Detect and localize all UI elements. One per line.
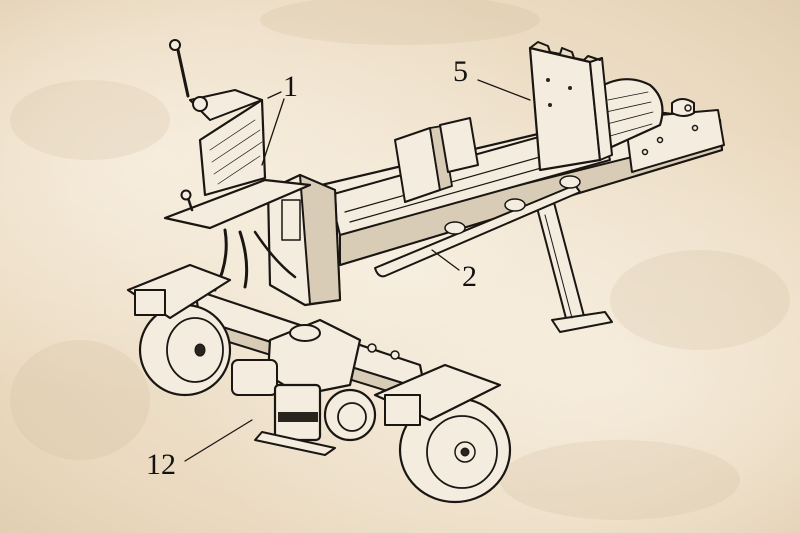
leader-line-1b	[261, 98, 285, 166]
leader-line-1a	[267, 91, 282, 99]
support-leg	[534, 194, 613, 333]
leader-line-5	[477, 79, 531, 101]
callout-12: 12	[146, 448, 176, 481]
callout-5: 5	[453, 55, 468, 88]
tow-hitch	[671, 98, 695, 117]
valve-housing	[266, 173, 342, 307]
engine	[231, 318, 377, 456]
wedge	[394, 117, 479, 203]
splitting-beam	[298, 108, 725, 278]
leader-line-12	[184, 419, 253, 462]
log-stop-plate	[528, 41, 613, 172]
control-valve-lever	[163, 39, 312, 292]
leader-lines	[184, 79, 531, 462]
paper-texture	[10, 0, 790, 520]
callout-1: 1	[283, 70, 298, 103]
wheels	[126, 263, 512, 504]
callout-2: 2	[462, 260, 477, 293]
leader-line-2	[431, 249, 460, 271]
